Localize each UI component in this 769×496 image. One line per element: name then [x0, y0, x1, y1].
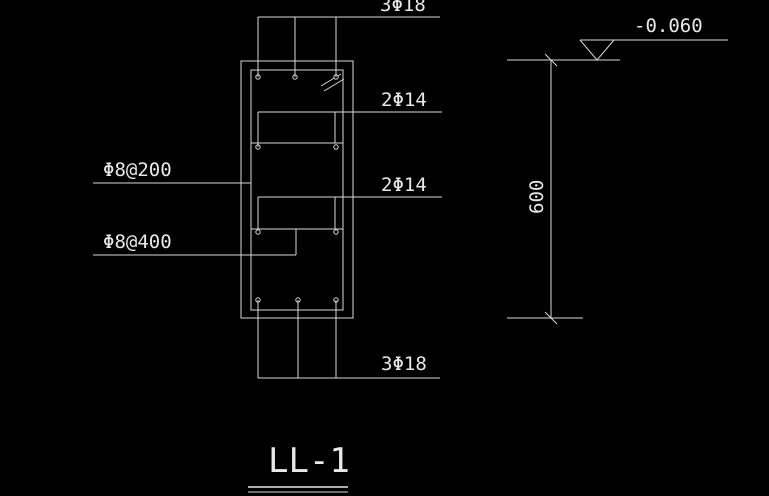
drawing-title: LL-1: [268, 441, 350, 481]
dimension-tick-top: [544, 53, 558, 67]
rebar-mid-upper-2: [333, 144, 339, 150]
rebar-mid-lower-2: [333, 229, 339, 235]
label-stirrup-main: Φ8@200: [103, 159, 172, 181]
label-top-rebar: 3Φ18: [380, 0, 426, 16]
dimension-label: 600: [526, 180, 548, 214]
label-stirrup-tie: Φ8@400: [103, 231, 172, 253]
elevation-triangle: [579, 39, 615, 61]
label-mid-upper-rebar: 2Φ14: [381, 89, 427, 111]
dimension-tick-bottom: [544, 311, 558, 325]
label-mid-lower-rebar: 2Φ14: [381, 174, 427, 196]
elevation-label: -0.060: [634, 15, 703, 37]
stirrup-hook-2: [323, 78, 345, 92]
label-bottom-rebar: 3Φ18: [381, 353, 427, 375]
stirrup-outline: [250, 69, 344, 311]
rebar-mid-lower-1: [255, 229, 261, 235]
concrete-outline: [240, 60, 354, 319]
